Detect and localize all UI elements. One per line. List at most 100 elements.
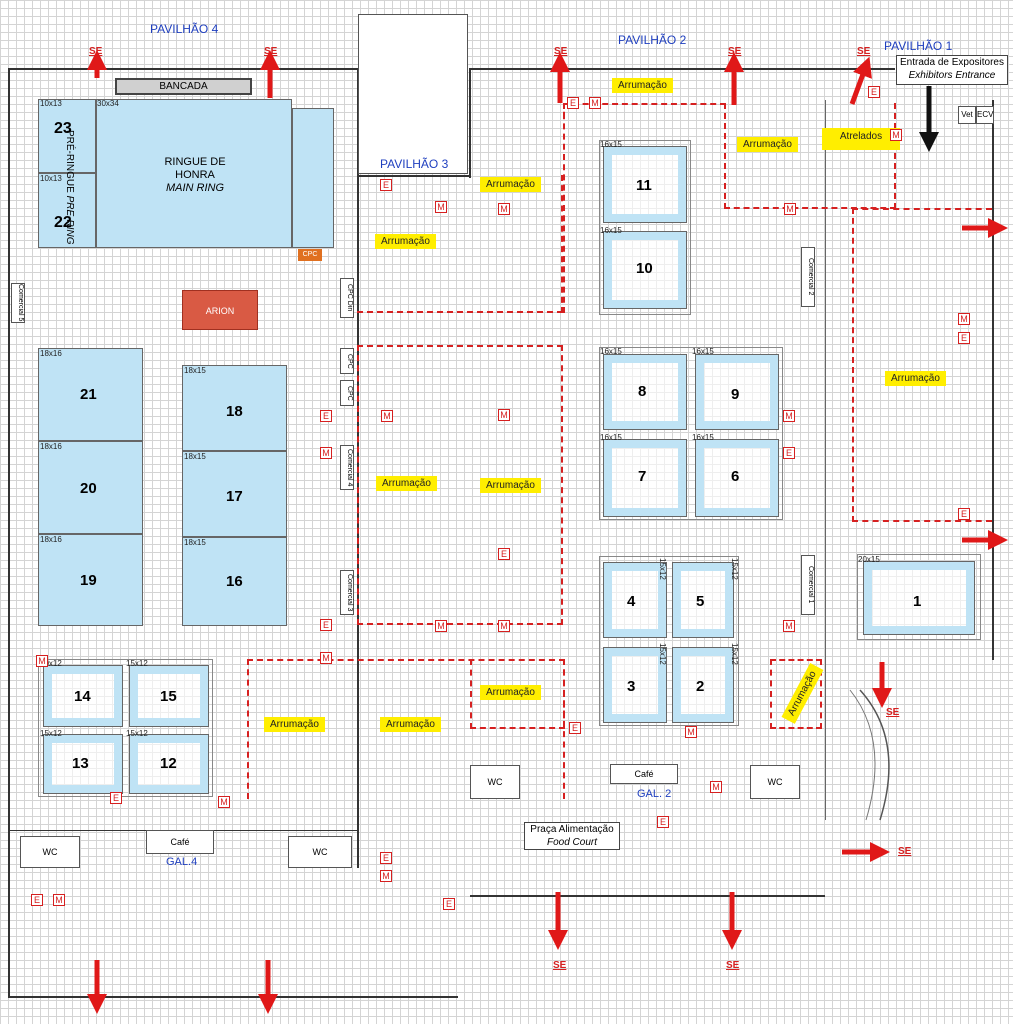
- ring-8-dim: 16x15: [600, 347, 622, 356]
- ring-21-dim: 18x16: [40, 349, 62, 358]
- storage-label-7: Arrumação: [480, 478, 541, 493]
- ring-9-dim: 16x15: [692, 347, 714, 356]
- ring-21: [38, 348, 143, 441]
- commercial-5: Comercial 5: [11, 283, 25, 323]
- storage-area-small-right: [770, 659, 822, 729]
- storage-area-pav1: [852, 208, 992, 522]
- ring-15: [129, 665, 209, 727]
- storage-area-pav3-top: [357, 175, 563, 313]
- pavilion-3-title: PAVILHÃO 3: [380, 157, 449, 171]
- storage-label-9: Arrumação: [264, 717, 325, 732]
- ring-5: [672, 562, 734, 638]
- ring-20: [38, 441, 143, 534]
- ring-10: [603, 231, 687, 309]
- pre-ring-label: PRÉ-RINGUE PRE-RING: [64, 130, 75, 244]
- ring-17: [182, 451, 287, 537]
- curved-facade: [859, 689, 890, 821]
- ring-9: [695, 354, 779, 430]
- m-marker: M: [783, 620, 795, 632]
- ring-13: [43, 734, 123, 794]
- wall-bottom: [8, 996, 458, 998]
- ring-12: [129, 734, 209, 794]
- ring-18-dim: 18x15: [184, 366, 206, 375]
- e-marker: E: [569, 722, 581, 734]
- ring-8-number: 8: [638, 383, 647, 400]
- wc-4b: WC: [288, 836, 352, 868]
- storage-label-5: Arrumação: [885, 371, 946, 386]
- exhibitors-entrance-label: Entrada de Expositores Exhibitors Entran…: [896, 55, 1008, 85]
- m-marker: M: [784, 203, 796, 215]
- cafe-4-label: Café: [170, 837, 190, 847]
- ring-7-number: 7: [638, 468, 647, 485]
- ring-11-number: 11: [636, 177, 652, 194]
- pavilion-2-title: PAVILHÃO 2: [618, 33, 687, 47]
- ring-18: [182, 365, 287, 451]
- ring-23-number: 23: [54, 120, 72, 137]
- m-marker: M: [320, 447, 332, 459]
- se-exit-label: SE: [886, 707, 900, 718]
- e-marker: E: [498, 548, 510, 560]
- m-marker: M: [53, 894, 65, 906]
- bancada: BANCADA: [115, 78, 252, 95]
- e-marker: E: [110, 792, 122, 804]
- cpc-label: CPC: [302, 251, 318, 258]
- commercial-3: Comercial 3: [340, 570, 354, 615]
- cafe-2-label: Café: [634, 769, 654, 779]
- ring-16: [182, 537, 287, 626]
- e-marker: E: [320, 619, 332, 631]
- ring-group-6-9: [599, 347, 783, 520]
- ring-19: [38, 534, 143, 626]
- wc-2a-label: WC: [487, 777, 503, 787]
- m-marker: M: [218, 796, 230, 808]
- curved-facade-inner: [849, 689, 876, 821]
- storage-area-bottom-right: [470, 659, 565, 729]
- storage-area-bottom-mid: [247, 659, 565, 799]
- m-marker: M: [498, 620, 510, 632]
- ring-1: [863, 561, 975, 635]
- ring-12-dim: 15x12: [126, 729, 148, 738]
- cafe-4: Café: [146, 830, 214, 854]
- ring-9-number: 9: [731, 386, 740, 403]
- wc-2b-label: WC: [767, 777, 783, 787]
- se-exit-label: SE: [728, 46, 742, 57]
- ring-group-11-10: [599, 140, 691, 315]
- wall-pav2-right: [825, 100, 826, 820]
- ecv-label: ECV: [977, 110, 994, 119]
- e-marker: E: [380, 852, 392, 864]
- ecv-room: ECV: [976, 106, 994, 124]
- gal-4-label: GAL.4: [166, 856, 198, 868]
- ring-14: [43, 665, 123, 727]
- ring-12-number: 12: [160, 755, 177, 772]
- m-marker: M: [435, 201, 447, 213]
- e-marker: E: [320, 410, 332, 422]
- ring-6-dim: 16x15: [692, 433, 714, 442]
- ring-16-dim: 18x15: [184, 538, 206, 547]
- entrance-pt: Entrada de Expositores: [900, 57, 1004, 68]
- ring-10-number: 10: [636, 260, 653, 277]
- ring-7-dim: 16x15: [600, 433, 622, 442]
- ring-11-dim: 16x15: [600, 140, 622, 149]
- storage-label-10: Arrumação: [380, 717, 441, 732]
- pavilion-4-title: PAVILHÃO 4: [150, 22, 219, 36]
- m-marker: M: [890, 129, 902, 141]
- wall-pav3-mid: [357, 175, 469, 177]
- ring-17-number: 17: [226, 488, 243, 505]
- ring-4-number: 4: [627, 593, 636, 610]
- bancada-label: BANCADA: [159, 81, 208, 92]
- food-court-pt: Praça Alimentação: [530, 824, 614, 835]
- wall-top: [8, 68, 358, 70]
- main-ring-extension: [292, 108, 334, 248]
- pavilion-1-title: PAVILHÃO 1: [884, 39, 953, 53]
- m-marker: M: [589, 97, 601, 109]
- m-marker: M: [498, 409, 510, 421]
- ring-13-number: 13: [72, 755, 89, 772]
- wall-top-right: [470, 68, 895, 70]
- gal-2-label: GAL. 2: [637, 788, 672, 800]
- m-marker: M: [381, 410, 393, 422]
- wc-2a: WC: [470, 765, 520, 799]
- ring-2: [672, 647, 734, 723]
- ring-group-1: [857, 554, 981, 640]
- wall-right: [992, 100, 994, 660]
